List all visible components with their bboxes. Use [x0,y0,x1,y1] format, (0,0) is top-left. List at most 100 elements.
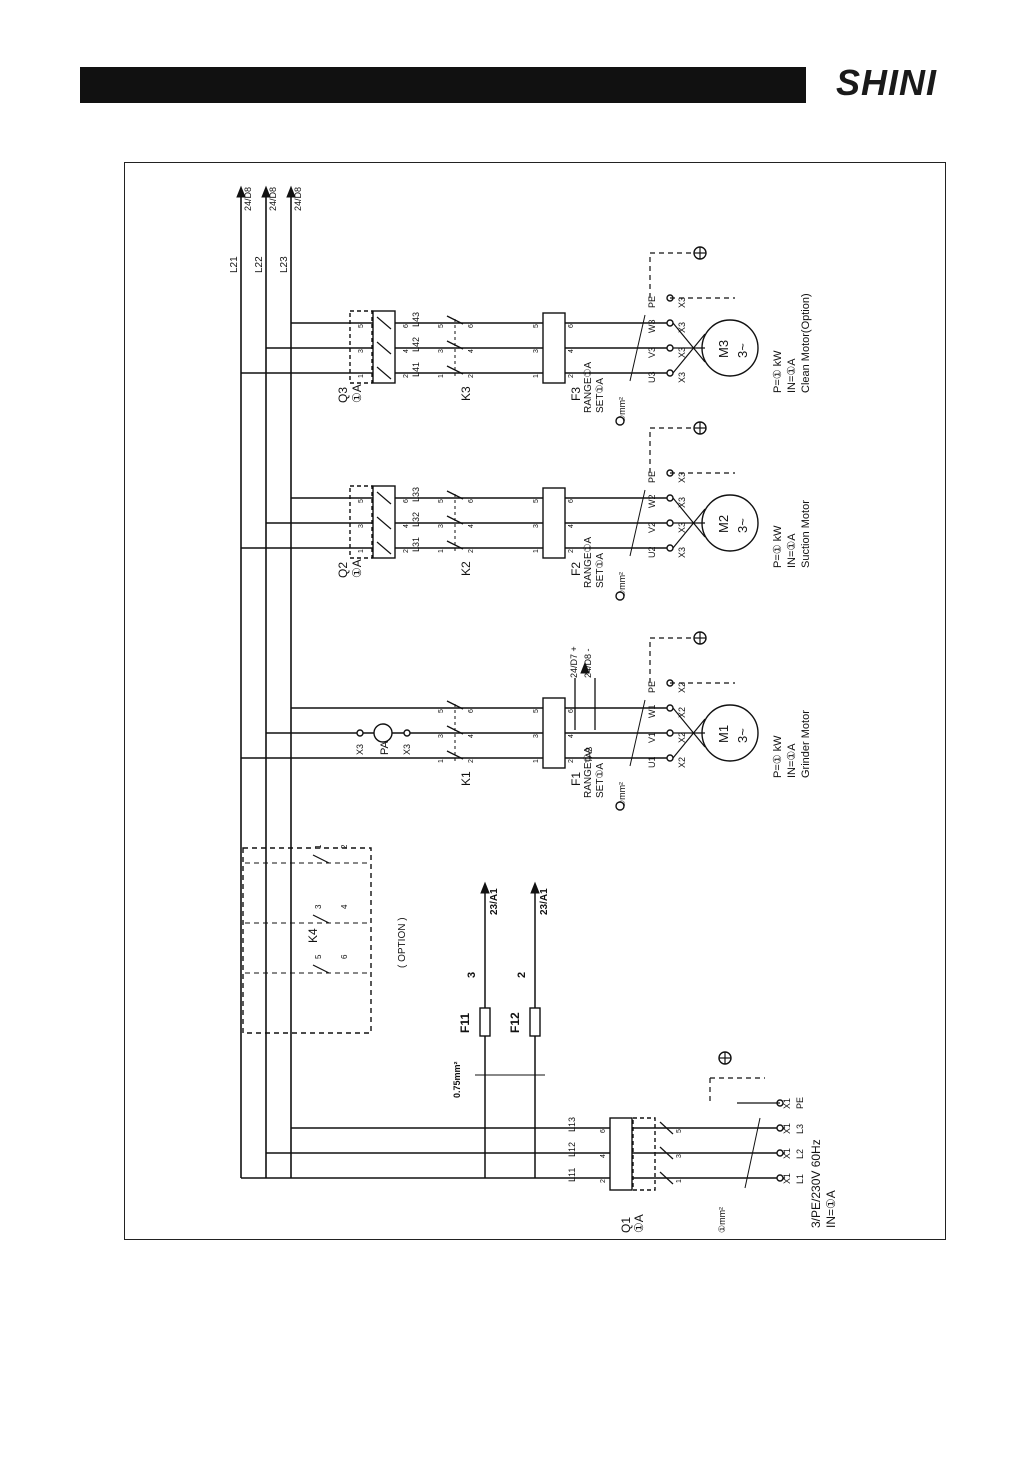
bus-name-1: L22 [254,256,265,273]
m2-f-pin-top-1: 3 [533,524,540,528]
supply-x-2: X1 [782,1123,792,1134]
m2-f-pin-top-2: 5 [533,499,540,503]
ct-ref-b: 24/D8 - [583,648,593,678]
m2-k-pin-bot-2: 6 [468,499,475,503]
m2-pe-name: PE [647,471,657,483]
m3-motor-current: IN=①A [786,358,798,393]
k4-pin-a-0: 1 [314,844,323,849]
header-bar [80,67,806,103]
m2-terminal-1 [666,519,674,527]
q1-x-0 [659,1171,674,1185]
k4-option-label: ( OPTION ) [397,917,408,968]
m2-brk-pin-top-1: 3 [358,524,365,528]
m3-breaker-x-0 [376,366,392,380]
m1-k-pin-bot-2: 6 [468,709,475,713]
m1-motor-lead-2 [672,707,706,748]
m2-overload-name: F2 [569,562,583,576]
fuse-body-0 [479,1007,491,1037]
m2-brk-pin-bot-0: 2 [403,549,410,553]
bus-ref-0: 24/D8 [243,187,253,211]
m3-motor-symbol: 3~ [735,343,750,358]
bus-name-0: L21 [229,256,240,273]
supply-current: IN=①A [824,1190,838,1228]
m3-brk-pin-top-0: 1 [358,374,365,378]
m2-f-pin-bot-2: 6 [568,499,575,503]
supply-terminal-2 [776,1124,784,1132]
m2-brk-pin-bot-2: 6 [403,499,410,503]
m1-wire-marker [615,801,625,811]
fuse-term-0: 3 [466,972,478,978]
m1-terminal-0 [666,754,674,762]
m2-wire-size: ①mm² [617,572,627,598]
m1-motor-power: P=① kW [772,735,784,778]
m3-xt-2: X3 [677,322,687,333]
q1-pin-bot-1: 3 [676,1154,683,1158]
m3-xt-1: X3 [677,347,687,358]
m2-motor-current: IN=①A [786,533,798,568]
m2-f-pin-bot-0: 2 [568,549,575,553]
m2-breaker-trip [372,485,396,559]
m3-motor-name: M3 [716,340,731,358]
m3-f-pin-bot-0: 2 [568,374,575,378]
m3-brk-pin-bot-0: 2 [403,374,410,378]
m3-line-2: L43 [411,312,421,327]
m1-xt-0: X2 [677,757,687,768]
q1-pin-top-1: 4 [600,1154,607,1158]
m1-terminal-1 [666,729,674,737]
bus-arrow-1 [261,185,271,198]
m2-wire-marker [615,591,625,601]
k4-pin-a-1: 3 [314,904,323,909]
m1-k-pin-bot-0: 2 [468,759,475,763]
m2-breaker-body [349,485,373,559]
m3-f-pin-top-2: 5 [533,324,540,328]
m2-f-pin-bot-1: 4 [568,524,575,528]
m1-f-pin-top-2: 5 [533,709,540,713]
k4-contact-1 [312,914,330,924]
q1-body [609,1117,633,1191]
m1-overload-body [542,697,566,769]
fuse-ref-0: 23/A1 [489,888,500,915]
m3-overload-body [542,312,566,384]
m1-k-pin-top-1: 3 [438,734,445,738]
m3-line-1: L42 [411,337,421,352]
k4-pin-b-0: 2 [340,844,349,849]
m2-term-name-0: U2 [647,546,657,558]
supply-x-1: X1 [782,1148,792,1159]
m1-f-pin-bot-0: 2 [568,759,575,763]
ammeter-term-b [403,729,411,737]
m3-overload-range: RANGE①A [583,361,594,413]
m2-k-pin-top-1: 3 [438,524,445,528]
ammeter-term-label-a: X3 [355,744,365,755]
q1-pin-bot-2: 5 [676,1129,683,1133]
m1-xt-1: X2 [677,732,687,743]
bus-ref-2: 24/D8 [293,187,303,211]
m1-cable-slash [629,699,646,767]
q1-name: Q1 [619,1217,633,1233]
m3-motor-desc: Clean Motor(Option) [800,293,812,393]
m3-overload-name: F3 [569,387,583,401]
m3-breaker-x-2 [376,316,392,330]
m3-term-name-2: W3 [647,320,657,334]
m2-breaker-x-0 [376,541,392,555]
m1-f-pin-bot-1: 4 [568,734,575,738]
m1-contactor-name: K1 [459,771,473,786]
m3-f-pin-bot-2: 6 [568,324,575,328]
m3-terminal-0 [666,369,674,377]
supply-phase-3: PE [795,1097,805,1109]
m3-f-pin-bot-1: 4 [568,349,575,353]
bus-ref-1: 24/D8 [268,187,278,211]
k4-name: K4 [306,928,320,943]
m3-cable-slash [629,314,646,382]
ct-ref-a: 24/D7 + [569,646,579,678]
supply-spec: 3/PE/230V 60Hz [809,1139,823,1228]
ct-arrow [580,661,590,674]
m2-motor-desc: Suction Motor [800,500,812,568]
k4-option-box [242,847,372,1034]
m2-k-pin-top-2: 5 [438,499,445,503]
supply-wire-size: ①mm² [717,1207,727,1233]
fuse-arrow-0 [480,881,490,894]
k4-pin-b-2: 6 [340,954,349,959]
m1-terminal-2 [666,704,674,712]
